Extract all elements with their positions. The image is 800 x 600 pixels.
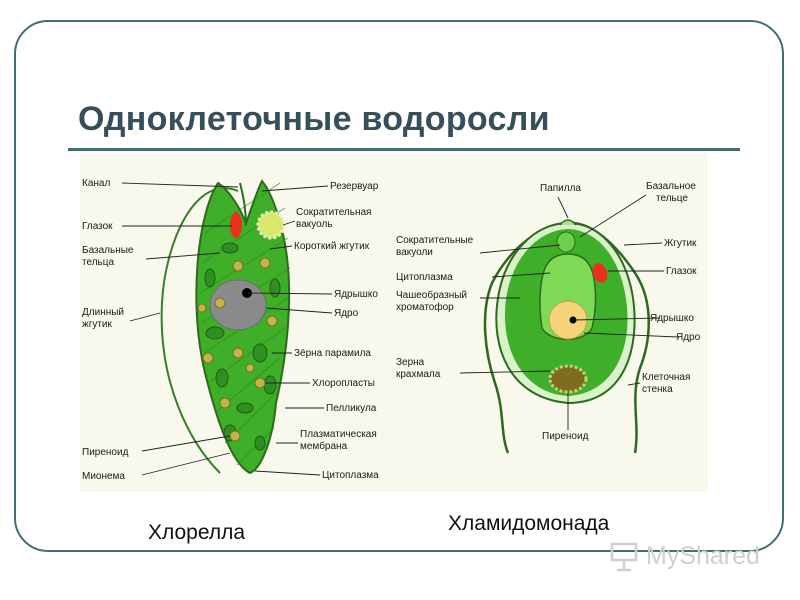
label-basal-body-2: тельце: [656, 193, 688, 204]
nucleus: [209, 279, 267, 331]
eyespot: [230, 212, 242, 238]
label-eyespot: Глазок: [82, 221, 113, 232]
label-paramylon: Зёрна парамила: [294, 348, 371, 359]
nucleolus-right: [569, 316, 577, 324]
label-cytoplasm-left: Цитоплазма: [322, 470, 379, 481]
label-contractile-vacuole-1: Сократительная: [296, 207, 371, 218]
watermark-text: MyShared: [646, 542, 760, 570]
label-pyrenoid-left: Пиреноид: [82, 447, 129, 458]
caption-right: Хламидомонада: [448, 512, 610, 535]
left-cell-illustration: [160, 179, 291, 475]
label-cytoplasm-right: Цитоплазма: [396, 272, 453, 283]
label-basal-body-1: Базальное: [646, 181, 696, 192]
label-reservoir: Резервуар: [330, 181, 379, 192]
long-flagellum: [160, 187, 239, 474]
title-underline: [68, 148, 740, 151]
label-pellicle: Пелликула: [326, 403, 377, 414]
nucleolus: [242, 288, 252, 298]
slide-frame: [14, 20, 784, 552]
label-myoneme: Мионема: [82, 471, 125, 482]
contractile-vacuole: [256, 210, 286, 240]
label-long-flagellum-2: жгутик: [82, 319, 113, 330]
diagram-panel: Канал Глазок Базальные тельца Длинный жг…: [80, 153, 708, 492]
contractile-vacuoles: [556, 231, 576, 253]
label-plasma-membrane-1: Плазматическая: [300, 429, 377, 440]
label-long-flagellum-1: Длинный: [82, 307, 124, 318]
label-pyrenoid-right: Пиреноид: [542, 431, 589, 442]
label-cell-wall-1: Клеточная: [642, 372, 690, 383]
label-papilla: Папилла: [540, 183, 581, 194]
label-nucleus-left: Ядро: [334, 308, 359, 319]
slide-title: Одноклеточные водоросли: [78, 100, 550, 138]
label-short-flagellum: Короткий жгутик: [294, 241, 370, 252]
label-starch-1: Зерна: [396, 357, 425, 368]
label-basal-bodies-1: Базальные: [82, 245, 134, 256]
label-plasma-membrane-2: мембрана: [300, 440, 348, 452]
label-contractile-vacuoles-1: Сократительные: [396, 235, 474, 246]
label-contractile-vacuoles-2: вакуоли: [396, 247, 433, 258]
presentation-board-icon: [610, 542, 638, 572]
right-cell-illustration: [483, 219, 650, 454]
pyrenoid: [548, 364, 588, 394]
label-chloroplasts: Хлоропласты: [312, 378, 375, 389]
label-flagellum: Жгутик: [664, 238, 697, 249]
label-nucleolus-left: Ядрышко: [334, 289, 378, 300]
label-canal: Канал: [82, 178, 110, 189]
watermark: MyShared: [608, 538, 768, 574]
label-nucleolus-right: Ядрышко: [650, 313, 694, 324]
label-eyespot-right: Глазок: [666, 266, 697, 277]
label-nucleus-right: Ядро: [676, 332, 701, 343]
cell-diagrams: Канал Глазок Базальные тельца Длинный жг…: [82, 178, 701, 482]
label-cell-wall-2: стенка: [642, 384, 673, 395]
label-chromatophore-2: хроматофор: [396, 301, 454, 313]
label-chromatophore-1: Чашеобразный: [396, 289, 467, 301]
label-starch-2: крахмала: [396, 369, 441, 380]
label-contractile-vacuole-2: вакуоль: [296, 219, 333, 230]
eyespot-right: [592, 263, 608, 283]
caption-left: Хлорелла: [148, 521, 246, 544]
label-basal-bodies-2: тельца: [82, 257, 114, 268]
